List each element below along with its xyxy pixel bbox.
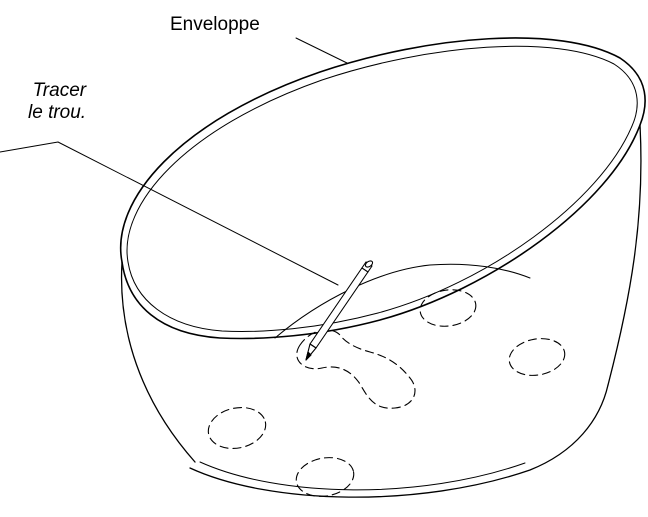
label-tracer-le-trou: Tracer le trou. (28, 80, 86, 124)
label-tracer-line2: le trou. (28, 102, 87, 123)
tub-base-rim (189, 384, 609, 498)
label-tracer-line1: Tracer (32, 80, 87, 101)
pencil-icon (305, 260, 374, 361)
tub-left-wall (120, 261, 196, 463)
tub-base-rim-inner (199, 461, 526, 491)
leader-line-enveloppe (295, 37, 348, 64)
tub-floor-line (274, 263, 531, 339)
label-enveloppe: Enveloppe (170, 14, 260, 35)
tub-right-wall (607, 124, 642, 386)
tub-rim-outer (119, 37, 646, 340)
hole-oval-right (508, 338, 566, 376)
tub-rim-inner (126, 45, 638, 332)
hole-oval-left (207, 406, 267, 450)
leader-line-tracer (0, 141, 339, 286)
hole-oval-bottom (295, 457, 355, 497)
hole-oval-top (419, 289, 477, 327)
hole-bone-shape (296, 329, 416, 409)
